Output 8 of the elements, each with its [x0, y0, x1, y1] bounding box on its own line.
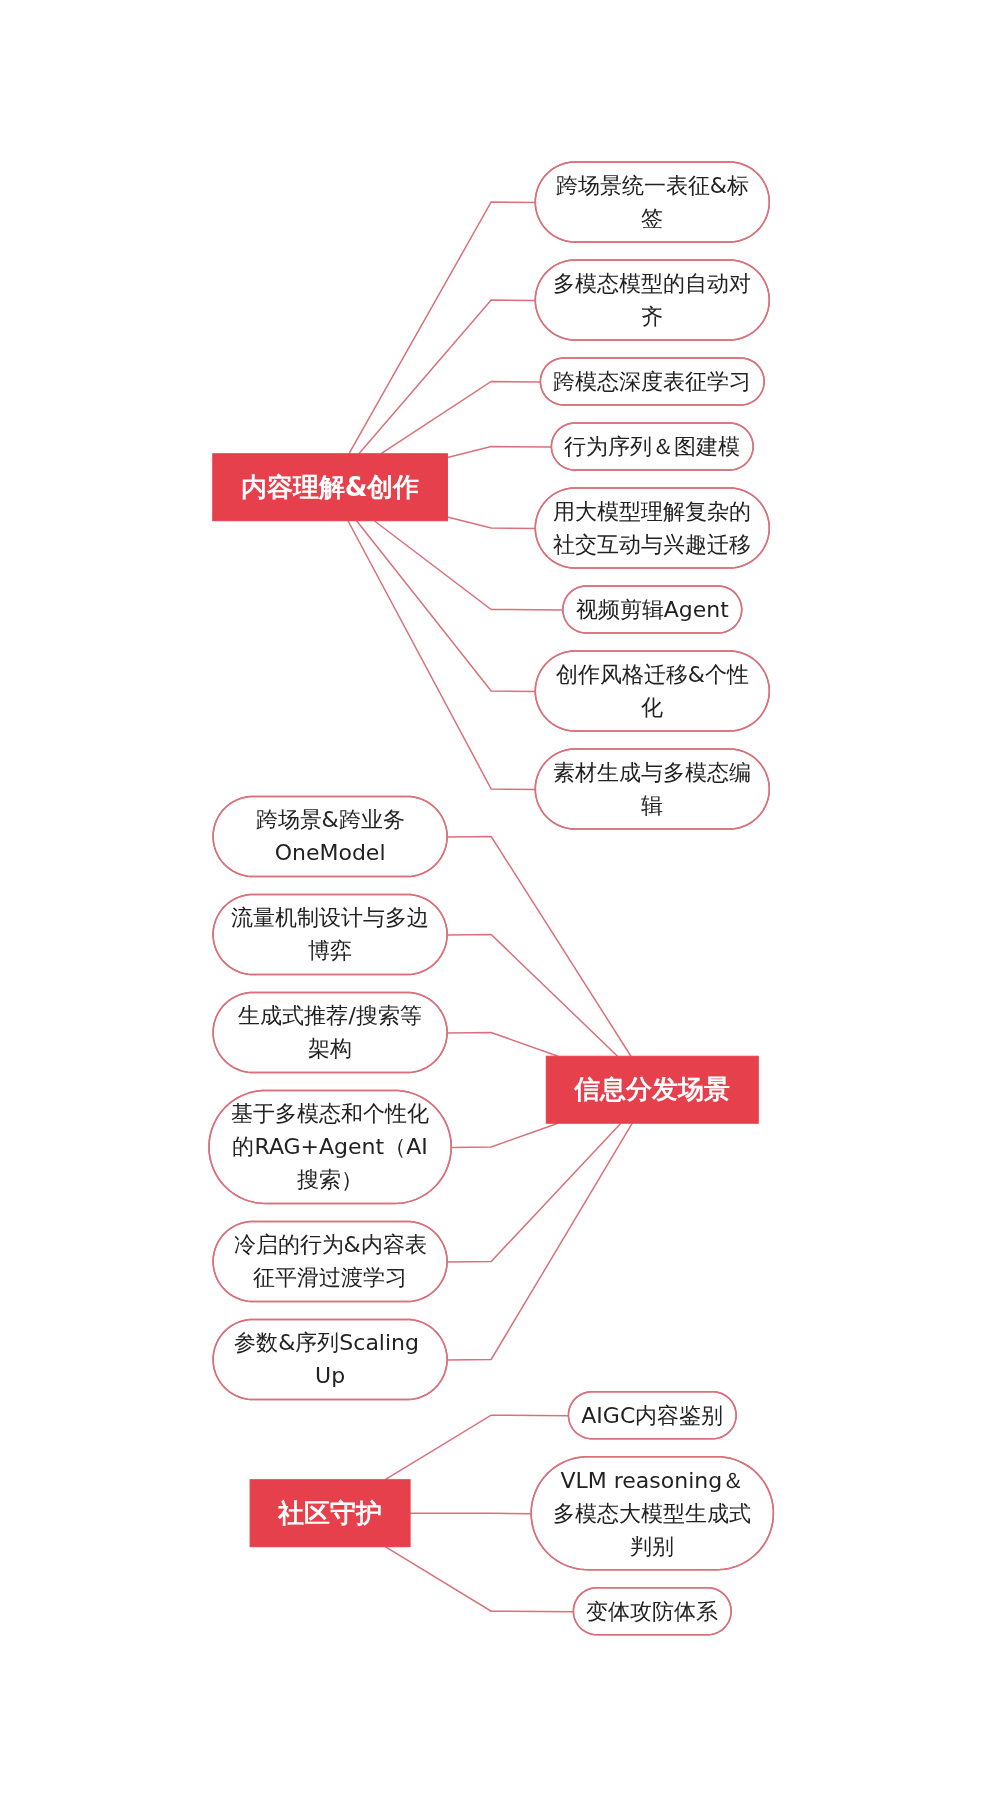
- connector: [446, 1122, 622, 1263]
- connector: [446, 835, 632, 1058]
- node-box: 信息分发场景: [545, 1055, 759, 1124]
- connector: [446, 1122, 633, 1361]
- connector: [446, 933, 619, 1058]
- connector: [446, 1031, 559, 1058]
- node-box: 内容理解&创作: [212, 453, 448, 522]
- node-box: 社区守护: [249, 1479, 411, 1548]
